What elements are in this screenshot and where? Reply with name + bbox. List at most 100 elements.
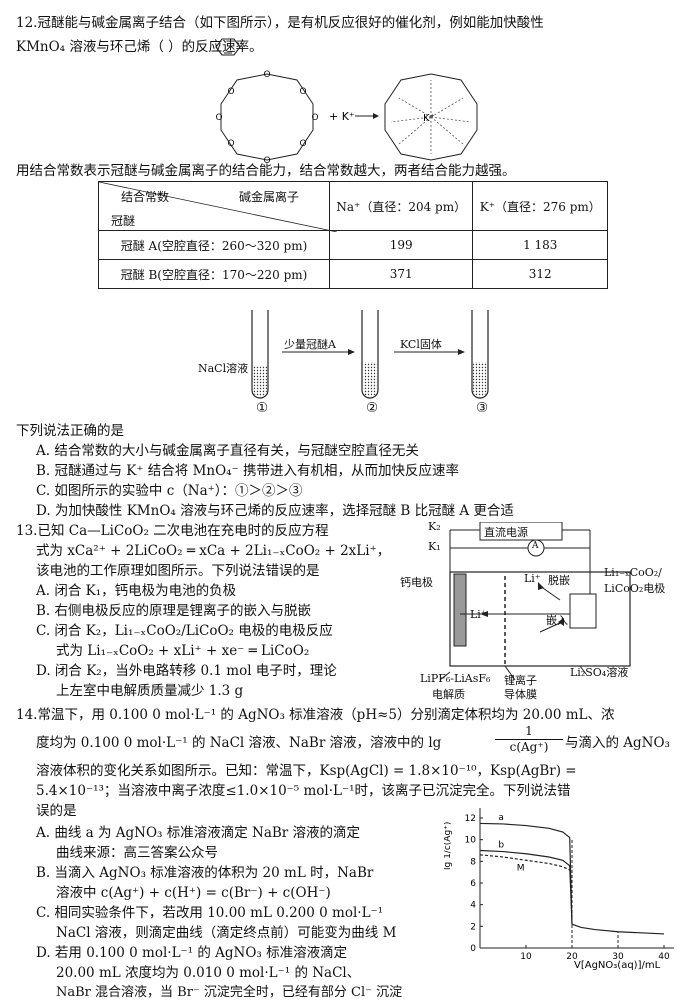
- tube-number-2: ②: [366, 400, 379, 416]
- lg-fraction-num: 1: [495, 724, 563, 740]
- row-na: 199: [328, 230, 474, 260]
- x-tick-label: 40: [658, 952, 670, 962]
- binding-constant-table: 结合常数 碱金属离子 冠醚 Na⁺（直径：204 pm） K⁺（直径：276 p…: [98, 181, 608, 289]
- y-tick-label: 4: [470, 901, 476, 911]
- qianru-arrow: [539, 621, 563, 633]
- right-electrode-label-2: LiCoO₂电极: [604, 582, 666, 595]
- tube-number-1: ①: [256, 400, 269, 416]
- q14-option-b-2: 溶液中 c(Ag⁺) + c(H⁺) = c(Br⁻) + c(OH⁻): [56, 885, 331, 901]
- test-tube-1: [251, 310, 269, 399]
- o-atom: O: [263, 70, 270, 80]
- y-tick-label: 10: [465, 836, 477, 846]
- y-axis-label: lg 1/c(Ag⁺): [444, 822, 453, 870]
- q12-prompt: 下列说法正确的是: [16, 423, 124, 439]
- col-k: K⁺（直径：276 pm）: [472, 181, 608, 231]
- row-k: 312: [472, 259, 608, 289]
- licoo2-electrode: [569, 593, 597, 629]
- battery-diagram: [439, 522, 631, 681]
- q12-stem-1: 12.冠醚能与碱金属离子结合（如下图所示），是有机反应很好的催化剂，例如能加快酸…: [16, 15, 544, 31]
- arrow-2-head: [458, 349, 465, 355]
- left-electrolyte-label-1: LiPF₆-LiAsF₆: [420, 672, 491, 685]
- tube-number-3: ③: [476, 400, 489, 416]
- crown-ether-ring-left: [220, 73, 314, 161]
- q13-option-c-2: 式为 Li₁₋ₓCoO₂ + xLi⁺ + xe⁻ ═ LiCoO₂: [56, 643, 310, 659]
- tuoqian-arrow: [539, 585, 561, 601]
- q12-option-d: D. 为加快酸性 KMnO₄ 溶液与环己烯的反应速率，选择冠醚 B 比冠醚 A …: [36, 503, 514, 519]
- hdr-const: 结合常数: [121, 190, 170, 204]
- plus-k: + K⁺: [329, 110, 355, 123]
- left-electrolyte-label-2: 电解质: [432, 688, 465, 701]
- cell-container: [449, 571, 631, 667]
- k2-label: K₂: [428, 520, 441, 533]
- q13-stem-2: 式为 xCa²⁺ + 2LiCoO₂ ═ xCa + 2Li₁₋ₓCoO₂ + …: [36, 543, 391, 559]
- arrow-1-head: [348, 349, 355, 355]
- dc-source-label: 直流电源: [484, 526, 528, 539]
- arrow-1-label: 少量冠醚A: [284, 338, 336, 351]
- tuoqian-label: 脱嵌: [548, 574, 570, 587]
- q13-option-d-2: 上左室中电解质质量减少 1.3 g: [56, 683, 244, 699]
- qianru-label: 嵌入: [546, 614, 568, 627]
- chart-series: abM: [479, 813, 665, 935]
- x-tick-label: 30: [612, 952, 624, 962]
- membrane-label-1: 锂离子: [504, 674, 537, 687]
- cyclohexene-icon: [215, 38, 241, 56]
- y-tick-label: 12: [465, 814, 476, 824]
- hdr-ether: 冠醚: [111, 214, 136, 228]
- nacl-label: NaCl溶液: [198, 362, 249, 375]
- coordination-bonds: [390, 80, 472, 154]
- col-na: Na⁺（直径：204 pm）: [328, 181, 474, 231]
- test-tubes-figure: [251, 310, 489, 399]
- q14-option-d-3: NaBr 混合溶液，当 Br⁻ 沉淀完全时，已经有部分 Cl⁻ 沉淀: [56, 985, 403, 1000]
- q13-stem-3: 该电池的工作原理如图所示。下列说法错误的是: [36, 563, 320, 579]
- k1-label: K₁: [428, 540, 441, 553]
- o-atom: O: [311, 113, 318, 123]
- right-electrode-label-1: Li₁₋ₓCoO₂/: [604, 566, 662, 579]
- o-atom: O: [227, 139, 234, 149]
- q12-const-desc: 用结合常数表示冠醚与碱金属离子的结合能力，结合常数越大，两者结合能力越强。: [16, 163, 516, 179]
- row-name: 冠醚 A(空腔直径：260～320 pm): [98, 230, 330, 260]
- calcium-electrode: [453, 573, 467, 647]
- k-center: K⁺: [423, 113, 435, 124]
- y-tick-label: 6: [470, 879, 476, 889]
- q14-line-2a: 度均为 0.100 0 mol·L⁻¹ 的 NaCl 溶液、NaBr 溶液，溶液…: [36, 735, 442, 751]
- series-line-M: [479, 854, 570, 871]
- series-label-M: M: [517, 863, 525, 873]
- row-name: 冠醚 B(空腔直径：170～220 pm): [98, 259, 330, 289]
- series-line-b: [479, 849, 573, 925]
- q13-stem-1: 13.已知 Ca—LiCoO₂ 二次电池在充电时的反应方程: [16, 523, 329, 539]
- row-k: 1 183: [472, 230, 608, 260]
- x-tick-label: 20: [566, 952, 578, 962]
- q14-line-1: 14.常温下，用 0.100 0 mol·L⁻¹ 的 AgNO₃ 标准溶液（pH…: [16, 707, 615, 723]
- y-tick-label: 2: [470, 922, 476, 932]
- q14-line-2b: 与滴入的 AgNO₃: [565, 735, 670, 751]
- table-diagonal: [99, 182, 337, 232]
- o-atom: O: [299, 139, 306, 149]
- q14-option-d-1: D. 若用 0.100 0 mol·L⁻¹ 的 AgNO₃ 标准溶液滴定: [36, 945, 348, 961]
- right-electrolyte-label: Li₂SO₄溶液: [570, 666, 629, 679]
- q14-line-3: 溶液体积的变化关系如图所示。已知：常温下，Ksp(AgCl) = 1.8×10⁻…: [36, 763, 577, 779]
- lg-fraction-den: c(Ag⁺): [509, 740, 549, 754]
- test-tube-3: [471, 310, 489, 399]
- lg-fraction: 1 c(Ag⁺): [495, 724, 563, 755]
- membrane-label-2: 导体膜: [504, 688, 537, 701]
- reaction-arrow-head: [373, 113, 379, 119]
- q13-option-a: A. 闭合 K₁，钙电极为电池的负极: [36, 583, 237, 599]
- series-label-a: a: [498, 813, 504, 823]
- q13-option-b: B. 右侧电极反应的原理是锂离子的嵌入与脱嵌: [36, 603, 312, 619]
- ammeter-label: A: [532, 541, 539, 551]
- crown-ether-ring-right: [384, 73, 478, 161]
- arrow-2-label: KCl固体: [400, 338, 442, 351]
- x-axis-label: V[AgNO₃(aq)]/mL: [574, 960, 661, 970]
- y-tick-label: 8: [470, 857, 476, 867]
- hdr-ion: 碱金属离子: [239, 190, 300, 204]
- x-tick-label: 10: [520, 952, 532, 962]
- q14-option-c-1: C. 相同实验条件下，若改用 10.00 mL 0.200 0 mol·L⁻¹: [36, 905, 384, 921]
- o-atom: O: [263, 156, 270, 166]
- q14-line-4: 5.4×10⁻¹³；当溶液中离子浓度≤1.0×10⁻⁵ mol·L⁻¹时，该离子…: [36, 783, 571, 799]
- li-left-label: Li⁺: [470, 608, 487, 621]
- q14-option-a-2: 曲线来源：高三答案公众号: [56, 845, 218, 861]
- q14-option-b-1: B. 当滴入 AgNO₃ 标准溶液的体积为 20 mL 时，NaBr: [36, 865, 374, 881]
- q12-option-c: C. 如图所示的实验中 c（Na⁺）：①＞②＞③: [36, 483, 303, 499]
